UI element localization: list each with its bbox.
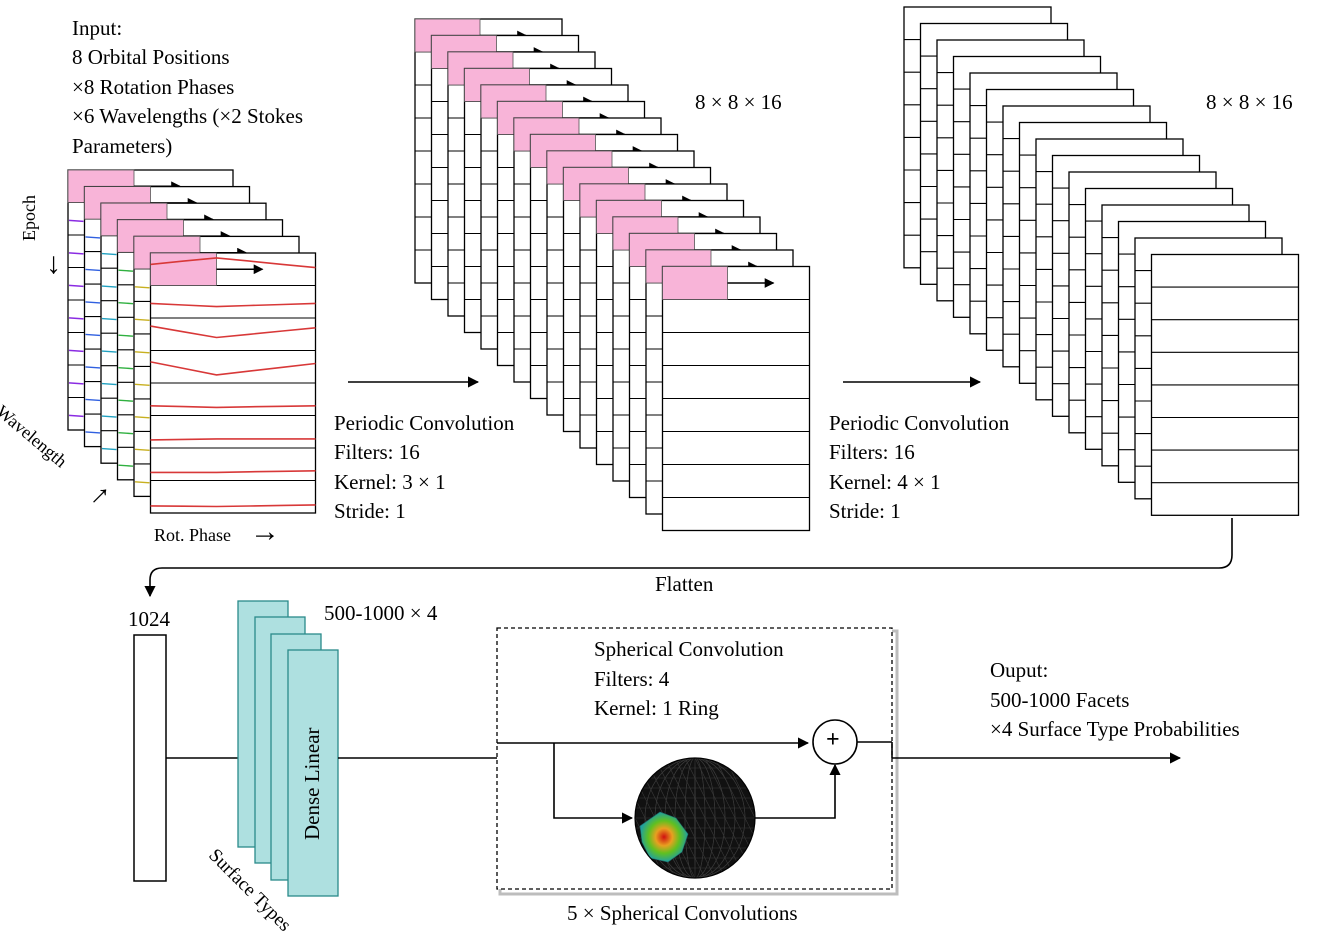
spherical-filters: Filters: 4 (594, 667, 670, 691)
conv2-kernel: Kernel: 4 × 1 (829, 470, 941, 494)
conv2-stride: Stride: 1 (829, 499, 901, 523)
conv1-feature-maps (414, 18, 811, 532)
input-line-parameters: Parameters) (72, 134, 173, 158)
output-title: Ouput: (990, 658, 1049, 682)
axis-rot-phase-label: Rot. Phase (154, 525, 232, 545)
axis-epoch-arrow: ↓ (46, 247, 61, 280)
dense-shape-label: 500-1000 × 4 (324, 601, 438, 625)
flatten-label: Flatten (655, 572, 714, 596)
conv2-shape: 8 × 8 × 16 (1206, 90, 1293, 114)
conv2-filters: Filters: 16 (829, 440, 915, 464)
input-line-wavelengths: ×6 Wavelengths (×2 Stokes (72, 104, 303, 128)
plus-symbol: + (826, 727, 840, 753)
flatten-vector (133, 634, 167, 882)
axis-rot-phase-arrow: → (250, 515, 280, 548)
conv2-layer (1150, 253, 1300, 516)
axis-epoch-label: Epoch (19, 195, 39, 241)
conv1-stride: Stride: 1 (334, 499, 406, 523)
output-probabilities: ×4 Surface Type Probabilities (990, 717, 1240, 741)
output-facets: 500-1000 Facets (990, 688, 1130, 712)
conv-return-line (755, 763, 841, 819)
input-line-orbital: 8 Orbital Positions (72, 45, 230, 69)
conv1-shape: 8 × 8 × 16 (695, 90, 782, 114)
spherical-repeat-label: 5 × Spherical Convolutions (567, 901, 798, 925)
conv1-filters: Filters: 16 (334, 440, 420, 464)
conv2-feature-maps (903, 6, 1300, 516)
conv1-kernel: Kernel: 3 × 1 (334, 470, 446, 494)
spherical-title: Spherical Convolution (594, 637, 784, 661)
conv2-title: Periodic Convolution (829, 411, 1010, 435)
dense-linear-label: Dense Linear (300, 727, 324, 840)
dense-layer-stack (237, 600, 339, 897)
conv1-layer (661, 265, 811, 532)
conv1-title: Periodic Convolution (334, 411, 515, 435)
conv-branch-line (553, 743, 634, 824)
input-light-curves (150, 257, 316, 508)
input-layer (149, 252, 317, 514)
input-line-rotation: ×8 Rotation Phases (72, 75, 235, 99)
vector-size-label: 1024 (128, 607, 170, 631)
spherical-kernel: Kernel: 1 Ring (594, 696, 719, 720)
input-tensor-stack (67, 169, 317, 514)
flatten-arrow (144, 518, 1233, 598)
input-title: Input: (72, 16, 123, 40)
healpix-sphere (634, 757, 756, 879)
